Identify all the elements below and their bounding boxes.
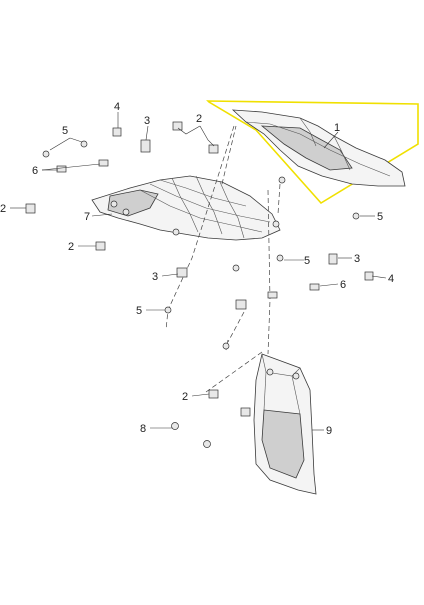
part-1-highlight-frame	[206, 100, 419, 205]
bolt-4[interactable]	[364, 271, 374, 281]
assembly-lines	[165, 125, 281, 393]
callout-2: 2	[0, 203, 6, 215]
callout-labels: 1 2 2 2 2 3 3 3 4 4 5 5 5 5 6 6 7 8 9	[0, 101, 394, 437]
nut-2[interactable]	[172, 121, 183, 131]
nut-2[interactable]	[240, 407, 251, 417]
clip-3[interactable]	[140, 139, 151, 153]
clip-3[interactable]	[328, 253, 338, 265]
callout-3: 3	[144, 115, 150, 127]
bracket-6[interactable]	[267, 291, 278, 299]
callout-6: 6	[32, 165, 38, 177]
callout-1: 1	[334, 122, 340, 134]
part-1-heat-shield[interactable]	[231, 109, 406, 187]
callout-9: 9	[326, 425, 332, 437]
clip-3[interactable]	[235, 299, 247, 310]
screw-5[interactable]	[80, 140, 88, 148]
bolt-8[interactable]	[171, 422, 179, 430]
clip-3[interactable]	[176, 267, 188, 278]
callout-leaders	[10, 112, 387, 431]
callout-5: 5	[62, 125, 68, 137]
callout-4: 4	[388, 273, 394, 285]
callout-5: 5	[377, 211, 383, 223]
callout-3: 3	[354, 253, 360, 265]
screw-5[interactable]	[276, 254, 284, 262]
callout-6: 6	[340, 279, 346, 291]
part-7-main-heat-shield[interactable]	[91, 175, 281, 241]
nut-2[interactable]	[25, 203, 36, 214]
screw-5[interactable]	[164, 306, 172, 314]
bolt-8[interactable]	[203, 440, 211, 448]
screw-5[interactable]	[352, 212, 360, 220]
bolt-4[interactable]	[112, 127, 122, 137]
callout-2: 2	[182, 391, 188, 403]
nut-2[interactable]	[208, 144, 219, 154]
screw-5[interactable]	[222, 342, 230, 350]
bracket-6[interactable]	[98, 159, 109, 167]
fasteners	[25, 121, 374, 448]
callout-4: 4	[114, 101, 120, 113]
screw-5[interactable]	[232, 264, 240, 272]
callout-3: 3	[152, 271, 158, 283]
callout-5: 5	[304, 255, 310, 267]
callout-2: 2	[68, 241, 74, 253]
part-9-lower-heat-shield[interactable]	[253, 353, 317, 495]
callout-7: 7	[84, 211, 90, 223]
screw-5[interactable]	[42, 150, 50, 158]
callout-8: 8	[140, 423, 146, 435]
bracket-6[interactable]	[56, 165, 67, 173]
callout-2: 2	[196, 113, 202, 125]
bracket-6[interactable]	[309, 283, 320, 291]
nut-2[interactable]	[208, 389, 219, 399]
shield-mount-point	[278, 176, 286, 184]
nut-2[interactable]	[95, 241, 106, 251]
callout-5: 5	[136, 305, 142, 317]
